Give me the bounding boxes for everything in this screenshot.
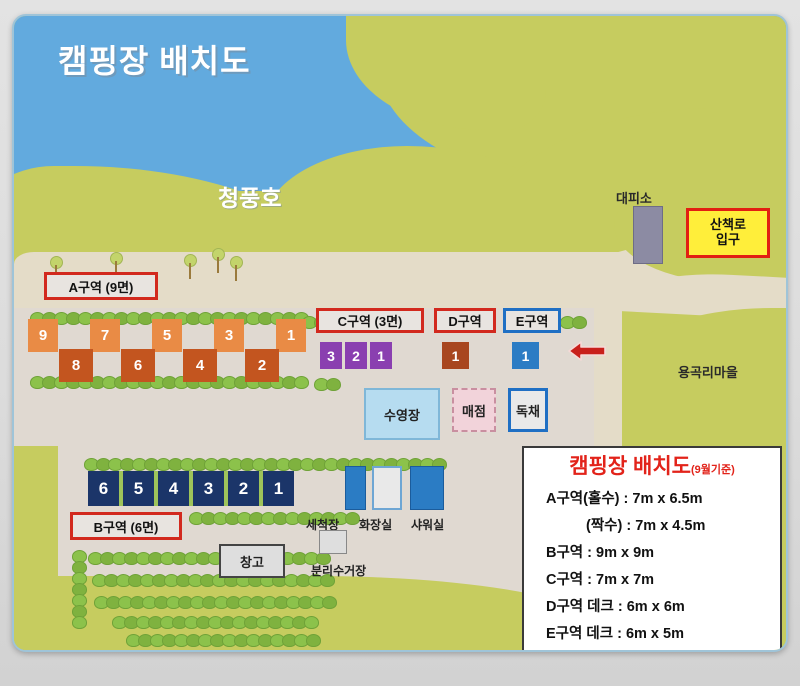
site-divider <box>259 471 263 506</box>
village-label: 용곡리마을 <box>678 365 738 380</box>
site-a-6[interactable]: 6 <box>121 349 155 382</box>
site-c-1[interactable]: 1 <box>370 342 392 369</box>
site-a-5[interactable]: 5 <box>152 319 182 352</box>
trail-entrance-line2: 입구 <box>716 232 740 247</box>
site-divider <box>189 471 193 506</box>
facility-toilet-label: 화장실 <box>359 518 393 532</box>
site-a-3[interactable]: 3 <box>214 319 244 352</box>
bush-icon <box>326 378 341 391</box>
legend-title-text: 캠핑장 배치도 <box>569 455 691 478</box>
legend-row: B구역 : 9m x 9m <box>546 545 655 561</box>
site-divider <box>224 471 228 506</box>
legend-panel: 캠핑장 배치도(9월기준) A구역(홀수) : 7m x 6.5m (짝수) : … <box>522 446 782 650</box>
site-a-8[interactable]: 8 <box>59 349 93 382</box>
bush-icon <box>345 512 360 525</box>
zone-label-a: A구역 (9면) <box>44 272 158 300</box>
hedge-row <box>314 378 341 391</box>
page-title: 캠핑장 배치도 <box>58 43 251 79</box>
zone-label-c: C구역 (3면) <box>316 308 424 333</box>
site-divider <box>154 471 158 506</box>
shelter-label: 대피소 <box>616 191 652 206</box>
zone-label-d: D구역 <box>434 308 496 333</box>
bush-icon <box>322 596 337 609</box>
orchard-row <box>112 616 319 629</box>
site-d-1[interactable]: 1 <box>442 342 469 369</box>
bush-icon <box>72 616 87 629</box>
hedge-row <box>84 458 447 471</box>
hedge-row <box>560 316 587 329</box>
bush-icon <box>320 574 335 587</box>
site-b-5[interactable]: 5 <box>123 471 154 506</box>
site-b-3[interactable]: 3 <box>193 471 224 506</box>
site-a-9[interactable]: 9 <box>28 319 58 352</box>
site-b-4[interactable]: 4 <box>158 471 189 506</box>
site-a-2[interactable]: 2 <box>245 349 279 382</box>
legend-title-subtext: (9월기준) <box>690 464 735 476</box>
site-b-6[interactable]: 6 <box>88 471 119 506</box>
facility-shower-label: 샤워실 <box>411 518 445 532</box>
hedge-row <box>189 512 360 525</box>
orchard-row <box>94 596 337 609</box>
legend-row: D구역 데크 : 6m x 6m <box>546 599 685 615</box>
orchard-row <box>92 574 335 587</box>
legend-row: C구역 : 7m x 7m <box>546 572 655 588</box>
orchard-row <box>88 552 331 565</box>
site-c-2[interactable]: 2 <box>345 342 367 369</box>
legend-row: E구역 데크 : 6m x 5m <box>546 626 684 642</box>
bush-icon <box>572 316 587 329</box>
site-a-7[interactable]: 7 <box>90 319 120 352</box>
facility-swimming-pool[interactable]: 수영장 <box>364 388 440 440</box>
legend-title: 캠핑장 배치도(9월기준) <box>528 456 776 477</box>
zone-label-b: B구역 (6면) <box>70 512 182 540</box>
facility-recycling-area[interactable] <box>319 530 347 554</box>
facility-shower[interactable] <box>410 466 444 510</box>
bush-icon <box>304 616 319 629</box>
site-c-3[interactable]: 3 <box>320 342 342 369</box>
site-a-1[interactable]: 1 <box>276 319 306 352</box>
legend-row: A구역(홀수) : 7m x 6.5m <box>546 491 703 507</box>
facility-store[interactable]: 매점 <box>452 388 496 432</box>
facility-wash-station[interactable] <box>345 466 366 510</box>
bush-icon <box>294 376 309 389</box>
orchard-row <box>126 634 321 647</box>
facility-storage[interactable]: 창고 <box>219 544 285 578</box>
camp-left-green <box>14 446 58 650</box>
site-a-4[interactable]: 4 <box>183 349 217 382</box>
facility-toilet[interactable] <box>372 466 402 510</box>
entrance-direction-arrow-icon <box>568 341 606 361</box>
lake-name-label: 청풍호 <box>218 185 282 211</box>
site-b-1[interactable]: 1 <box>263 471 294 506</box>
campground-signboard: 캠핑장 배치도 청풍호 대피소 용곡리마을 산책로 입구 <box>12 14 788 652</box>
shelter-building <box>633 206 663 264</box>
bush-icon <box>306 634 321 647</box>
site-e-1[interactable]: 1 <box>512 342 539 369</box>
legend-row: (짝수) : 7m x 4.5m <box>586 518 706 534</box>
facility-recycling-label: 분리수거장 <box>311 564 367 578</box>
trail-entrance-line1: 산책로 <box>710 217 746 233</box>
orchard-side-row <box>72 550 87 629</box>
facility-cabin[interactable]: 독채 <box>508 388 548 432</box>
facility-wash-station-label: 세척장 <box>306 518 340 532</box>
trail-entrance-callout[interactable]: 산책로 입구 <box>686 208 770 258</box>
zone-label-e: E구역 <box>503 308 561 333</box>
site-b-2[interactable]: 2 <box>228 471 259 506</box>
site-divider <box>119 471 123 506</box>
